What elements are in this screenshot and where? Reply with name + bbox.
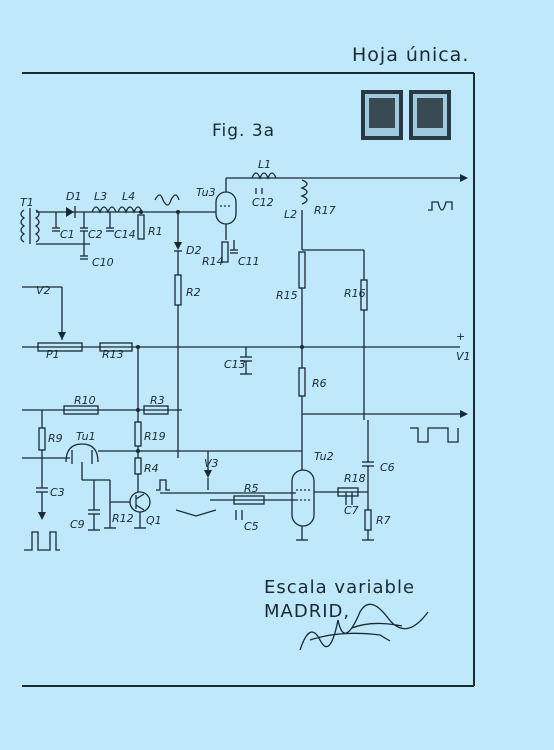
label-r19: R19	[144, 430, 166, 443]
label-c6: C6	[380, 461, 395, 474]
label-l2: L2	[284, 208, 297, 221]
label-r4: R4	[144, 462, 159, 475]
label-r15: R15	[276, 289, 298, 302]
label-r18: R18	[344, 472, 366, 485]
label-t1: T1	[20, 196, 34, 209]
label-r3: R3	[150, 394, 165, 407]
label-tu3: Tu3	[196, 186, 216, 199]
label-r12: R12	[112, 512, 134, 525]
label-tu2: Tu2	[314, 450, 334, 463]
label-r6: R6	[312, 377, 327, 390]
label-r13: R13	[102, 348, 124, 361]
label-r7: R7	[376, 514, 391, 527]
label-c13: C13	[224, 358, 246, 371]
inductor-l4	[117, 206, 143, 214]
label-c10: C10	[92, 256, 114, 269]
label-c2: C2	[88, 228, 103, 241]
label-c14: C14	[114, 228, 136, 241]
label-v1: V1	[456, 350, 471, 363]
label-l3: L3	[94, 190, 107, 203]
diode-d1	[66, 206, 76, 218]
label-c1: C1	[60, 228, 75, 241]
label-c12: C12	[252, 196, 274, 209]
tube-tu1	[65, 443, 99, 464]
label-c9: C9	[70, 518, 85, 531]
label-r1: R1	[148, 225, 163, 238]
label-r10: R10	[74, 394, 96, 407]
label-q1: Q1	[146, 514, 162, 527]
label-c7: C7	[344, 504, 359, 517]
input-transformer	[20, 208, 40, 244]
label-p1: P1	[46, 348, 60, 361]
scale-note: Escala variable	[264, 577, 416, 598]
label-r16: R16	[344, 287, 366, 300]
label-d2: D2	[186, 244, 201, 257]
label-c5: C5	[244, 520, 259, 533]
city-label: MADRID,	[264, 601, 351, 622]
label-l1: L1	[258, 158, 271, 171]
label-r9: R9	[48, 432, 63, 445]
sheet-label: Hoja única.	[352, 44, 470, 66]
tube-tu2	[291, 469, 315, 527]
label-r2: R2	[186, 286, 201, 299]
label-r17: R17	[314, 204, 336, 217]
svg-text:+: +	[456, 330, 465, 343]
label-v3: V3	[204, 457, 219, 470]
label-l4: L4	[122, 190, 135, 203]
inductor-l3	[91, 206, 117, 214]
transistor-q1	[129, 491, 151, 513]
label-v2: V2	[36, 284, 51, 297]
label-c11: C11	[238, 255, 260, 268]
label-d1: D1	[66, 190, 81, 203]
postage-stamp	[361, 90, 403, 140]
label-r14: R14	[202, 255, 224, 268]
label-c3: C3	[50, 486, 65, 499]
label-tu1: Tu1	[76, 430, 96, 443]
tube-tu3	[215, 191, 237, 225]
signature	[299, 603, 429, 651]
postage-stamp	[409, 90, 451, 140]
page-frame	[22, 72, 475, 687]
figure-title: Fig. 3a	[212, 121, 276, 141]
label-r5: R5	[244, 482, 259, 495]
